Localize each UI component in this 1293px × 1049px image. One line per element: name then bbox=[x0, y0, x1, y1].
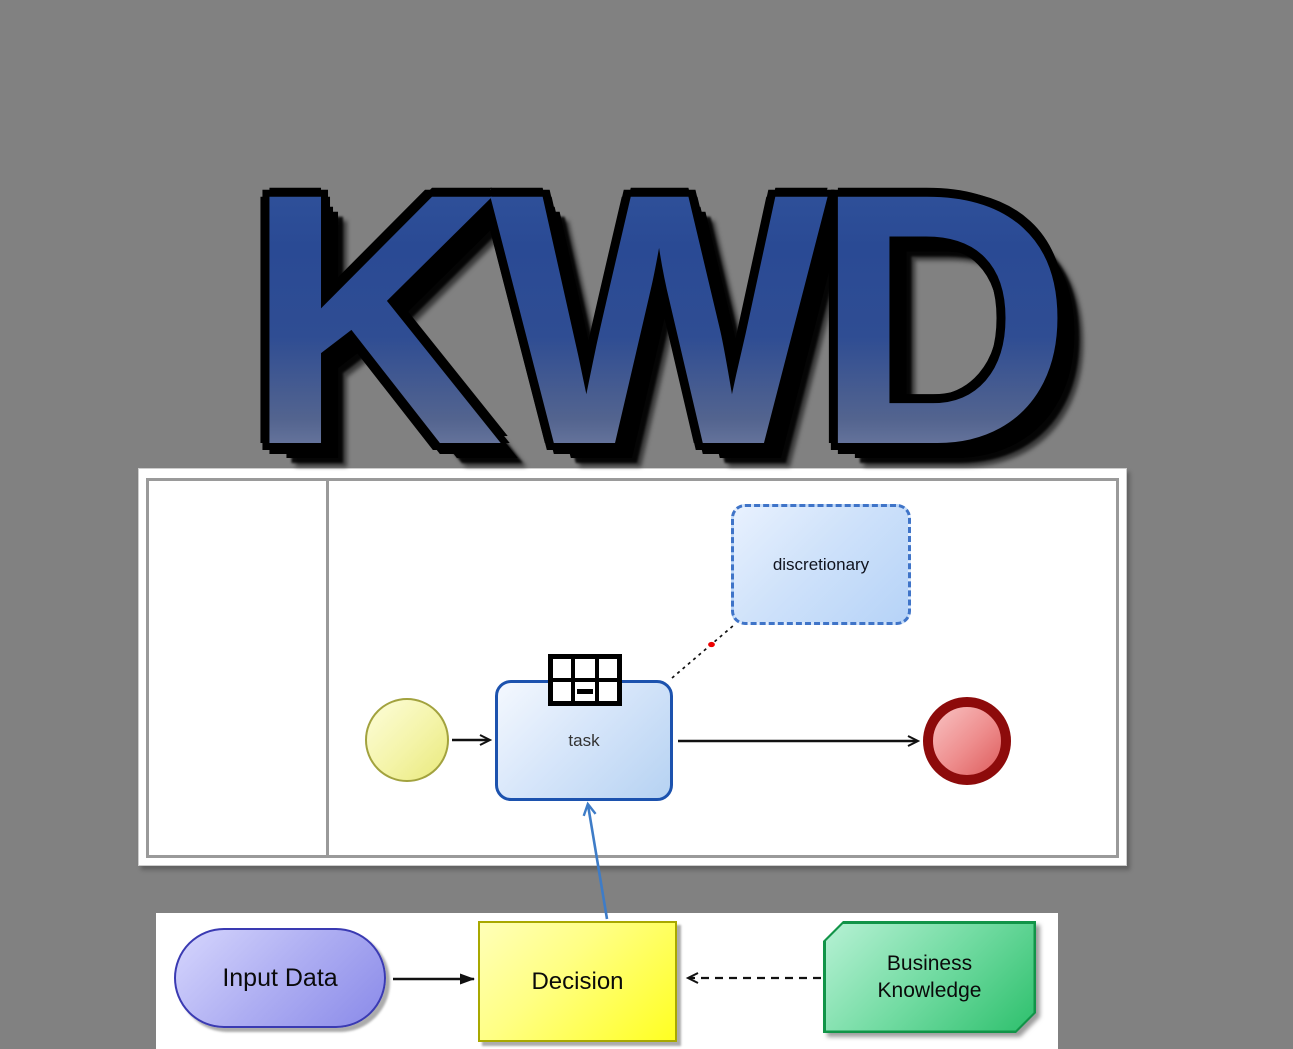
start-event bbox=[365, 698, 449, 782]
decision-label: Decision bbox=[531, 967, 624, 995]
kwd-logo-shadow: KWD bbox=[222, 140, 1082, 498]
pool-border bbox=[146, 478, 1119, 858]
annotation-discretionary: discretionary bbox=[731, 504, 911, 625]
kwd-logo-text: KWD bbox=[222, 140, 1082, 498]
annotation-label: discretionary bbox=[772, 554, 870, 574]
decision-table-icon bbox=[548, 654, 622, 711]
bpmn-panel bbox=[138, 468, 1127, 866]
decision-node: Decision bbox=[478, 921, 677, 1042]
business-knowledge-node: Business Knowledge bbox=[823, 921, 1036, 1033]
end-event bbox=[923, 697, 1011, 785]
business-knowledge-fill: Business Knowledge bbox=[826, 924, 1034, 1031]
lane-divider bbox=[326, 481, 329, 855]
kwd-logo: KWD KWD bbox=[222, 140, 1082, 498]
business-knowledge-label: Business Knowledge bbox=[877, 951, 982, 1002]
task-label: task bbox=[568, 730, 600, 750]
input-data-node: Input Data bbox=[174, 928, 386, 1028]
input-data-label: Input Data bbox=[222, 963, 338, 992]
